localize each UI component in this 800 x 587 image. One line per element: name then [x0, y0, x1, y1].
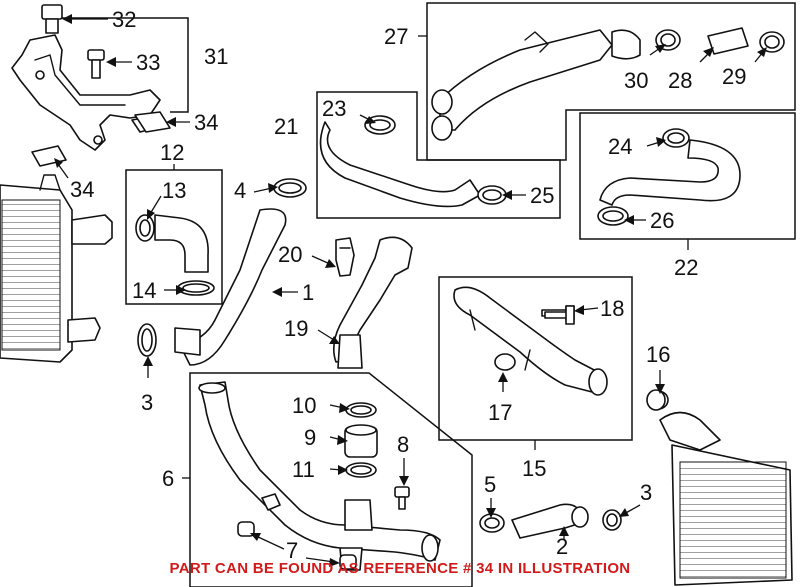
- callout-12: 12: [160, 140, 184, 165]
- callout-6: 6: [162, 466, 174, 491]
- sensor-32: [41, 4, 63, 34]
- callout-18: 18: [600, 296, 624, 321]
- clamp-5: [479, 513, 505, 533]
- elbow-hose-12: [135, 214, 215, 296]
- reference-notice: PART CAN BE FOUND AS REFERENCE # 34 IN I…: [169, 560, 631, 577]
- callout-2: 2: [556, 534, 568, 559]
- callout-29: 29: [722, 64, 746, 89]
- callout-32: 32: [112, 7, 136, 32]
- clamp-10: [345, 402, 377, 418]
- bracket-31: [62, 17, 189, 113]
- callout-26: 26: [650, 208, 674, 233]
- callout-30: 30: [624, 68, 648, 93]
- hose-1: [174, 208, 287, 366]
- callout-16: 16: [646, 342, 670, 367]
- callout-20: 20: [278, 242, 302, 267]
- bolt-8: [394, 486, 410, 510]
- callout-10: 10: [292, 393, 316, 418]
- clamp-4: [273, 178, 307, 198]
- callout-27: 27: [384, 24, 408, 49]
- callout-21: 21: [274, 114, 298, 139]
- callout-11: 11: [292, 457, 315, 482]
- bolt-18: [544, 305, 575, 325]
- callout-15: 15: [522, 456, 546, 481]
- intercooler-left: [0, 174, 113, 363]
- callout-3-right: 3: [640, 480, 652, 505]
- hose-2: [511, 503, 589, 539]
- pipe-19: [332, 236, 413, 369]
- leader-lines: [54, 14, 767, 567]
- group-box-6: [189, 372, 473, 587]
- callout-33: 33: [136, 50, 160, 75]
- callout-34-top: 34: [194, 110, 218, 135]
- callout-14: 14: [132, 278, 156, 303]
- callout-17: 17: [488, 400, 512, 425]
- callout-31: 31: [204, 44, 228, 69]
- callout-labels: 32 33 31 34 34 12 13 14 4 1 3 20 19 21 2…: [70, 7, 746, 563]
- callout-25: 25: [530, 183, 554, 208]
- o-ring-3-left: [137, 323, 157, 357]
- group-box-21: [316, 91, 561, 219]
- callout-34-left: 34: [70, 177, 94, 202]
- callout-3-left: 3: [141, 390, 153, 415]
- grommet-7: [237, 521, 357, 570]
- pipe-27: [431, 27, 785, 141]
- callout-9: 9: [304, 425, 316, 450]
- sleeve-9: [344, 424, 378, 458]
- callout-7: 7: [286, 538, 298, 563]
- callout-22: 22: [674, 255, 698, 280]
- callout-13: 13: [162, 178, 186, 203]
- callout-4: 4: [234, 178, 246, 203]
- intercooler-right: [647, 390, 793, 586]
- o-ring-16: [646, 389, 666, 411]
- callout-1: 1: [302, 280, 314, 305]
- callout-28: 28: [668, 68, 692, 93]
- callout-23: 23: [322, 96, 346, 121]
- callout-8: 8: [397, 432, 409, 457]
- callout-19: 19: [284, 316, 308, 341]
- clamp-11: [345, 462, 377, 478]
- hose-22: [597, 128, 741, 226]
- o-ring-3-right: [602, 509, 622, 531]
- bolt-33: [87, 49, 105, 79]
- callout-24: 24: [608, 134, 632, 159]
- hose-21: [319, 115, 507, 208]
- callout-5: 5: [484, 472, 496, 497]
- bracket-20: [335, 237, 355, 277]
- pipe-15: [453, 286, 608, 396]
